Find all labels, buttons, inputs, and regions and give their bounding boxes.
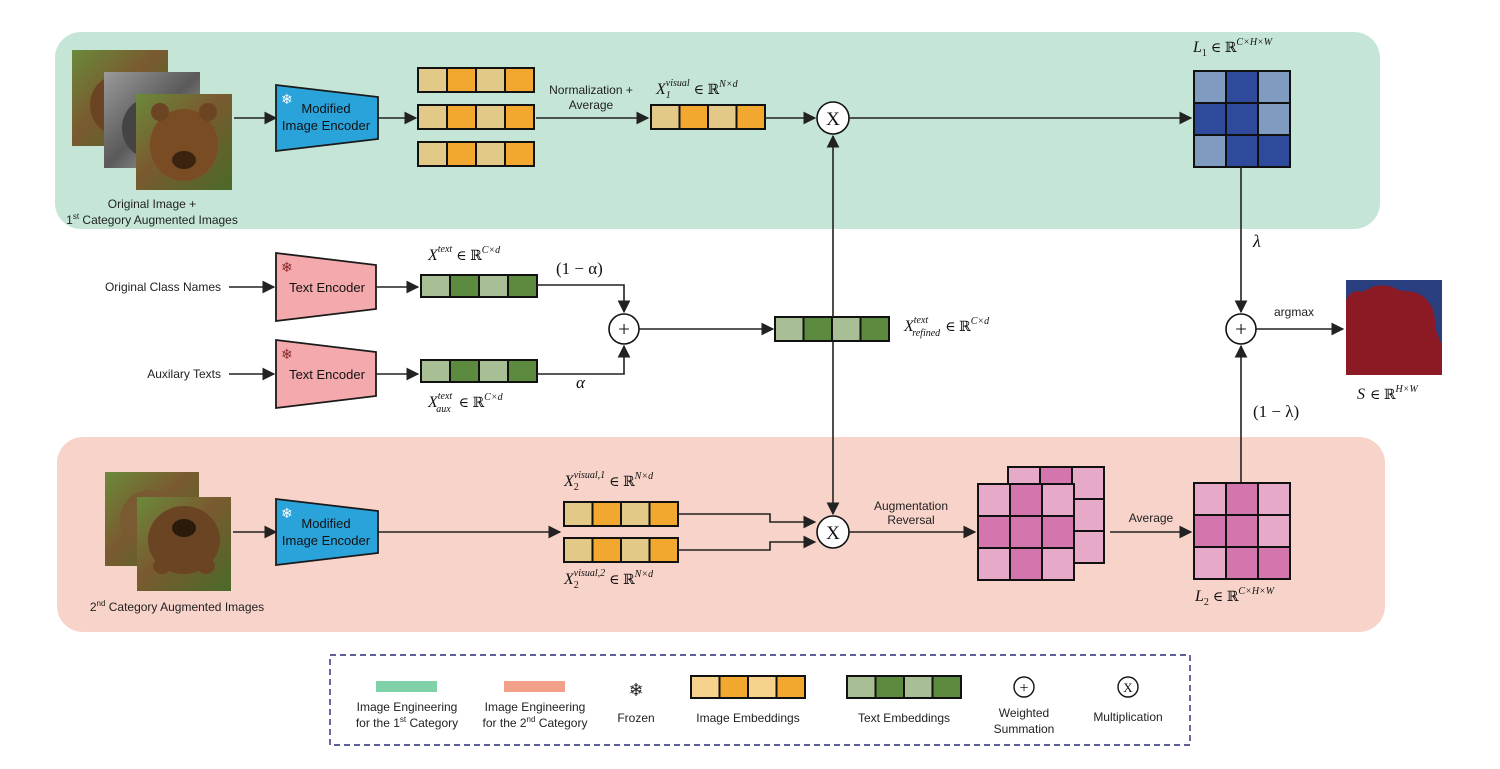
- bottom-input-images: [105, 472, 231, 591]
- legend-frozen: Frozen: [617, 711, 654, 725]
- legend-box: [329, 654, 1191, 746]
- one-minus-lambda-label: (1 − λ): [1253, 402, 1299, 421]
- top-caption-line1: Original Image +: [108, 197, 196, 211]
- x22-embedding: [563, 537, 679, 563]
- top-multiply-symbol: X: [826, 109, 840, 130]
- x1-label: X1visual∈ ℝN×d: [655, 78, 739, 101]
- legend-text-embeddings: Text Embeddings: [858, 711, 950, 725]
- l2-label: L2∈ ℝC×H×W: [1194, 586, 1276, 608]
- norm-label-1: Normalization +: [549, 83, 633, 97]
- legend-ie2-line1: Image Engineering: [485, 700, 586, 714]
- top-image-encoder: [275, 83, 379, 153]
- top-input-images: [72, 50, 232, 190]
- top-caption-line2: 1st Category Augmented Images: [66, 212, 238, 227]
- one-minus-alpha-label: (1 − α): [556, 259, 603, 278]
- norm-label-2: Average: [569, 98, 614, 112]
- l1-label: L1∈ ℝC×H×W: [1192, 37, 1274, 59]
- xtext-label: Xtext∈ ℝC×d: [427, 244, 501, 264]
- l2-score-map: [1193, 482, 1291, 580]
- orig-class-names-label: Original Class Names: [105, 280, 221, 294]
- arrow-xtext-to-sum: [537, 284, 631, 314]
- legend-times-icon: [1117, 676, 1139, 698]
- bottom-encoder-label-1: Modified: [301, 516, 350, 531]
- snowflake-icon: ❄: [281, 259, 293, 275]
- legend-weighted-2: Summation: [994, 722, 1055, 736]
- legend-ie1-line1: Image Engineering: [357, 700, 458, 714]
- alpha-label: α: [576, 373, 586, 392]
- legend-ie2-line2: for the 2nd Category: [483, 715, 588, 730]
- legend-green-swatch: [376, 681, 437, 692]
- x1-visual-embedding: [650, 104, 766, 130]
- x21-label: X2visual,1∈ ℝN×d: [563, 470, 654, 493]
- lambda-label: λ: [1252, 231, 1261, 251]
- s-label: S∈ ℝH×W: [1357, 384, 1419, 403]
- l1-score-map: [1193, 70, 1291, 168]
- bottom-image-encoder: [275, 497, 379, 567]
- legend-plus-icon: [1013, 676, 1035, 698]
- snowflake-icon: ❄: [281, 91, 293, 107]
- reversed-score-maps: [977, 466, 1105, 581]
- arrow-x22-to-mult: [678, 535, 817, 551]
- legend-text-embedding-swatch: [846, 675, 962, 699]
- legend-pink-swatch: [504, 681, 565, 692]
- legend-multiplication: Multiplication: [1093, 710, 1162, 724]
- snowflake-icon: ❄: [628, 680, 643, 700]
- text-encoder-1: [275, 251, 377, 323]
- text-sum-symbol: +: [618, 317, 630, 341]
- arrow-x21-to-mult: [678, 513, 817, 529]
- legend-weighted-1: Weighted: [999, 706, 1049, 720]
- average-label: Average: [1129, 511, 1174, 525]
- top-band: [55, 32, 1380, 229]
- snowflake-icon: ❄: [281, 505, 293, 521]
- top-image-embeddings: [417, 67, 535, 167]
- x22-label: X2visual,2∈ ℝN×d: [563, 568, 654, 591]
- bottom-encoder-label-2: Image Encoder: [282, 533, 371, 548]
- x21-embedding: [563, 501, 679, 527]
- text-encoder-2-label: Text Encoder: [289, 367, 366, 382]
- legend-ie1-line2: for the 1st Category: [356, 715, 458, 730]
- legend-image-embeddings: Image Embeddings: [696, 711, 799, 725]
- xtext-embedding: [420, 274, 538, 298]
- text-encoder-2: [275, 338, 377, 410]
- final-sum-symbol: +: [1235, 317, 1247, 341]
- refined-text-embedding: [774, 316, 890, 342]
- text-encoder-1-label: Text Encoder: [289, 280, 366, 295]
- aug-reversal-label-1: Augmentation: [874, 499, 948, 513]
- top-encoder-label-1: Modified: [301, 101, 350, 116]
- segmentation-output: [1346, 280, 1442, 375]
- aug-reversal-label-2: Reversal: [887, 513, 934, 527]
- legend-plus-symbol: +: [1019, 680, 1028, 697]
- top-encoder-label-2: Image Encoder: [282, 118, 371, 133]
- argmax-label: argmax: [1274, 305, 1314, 319]
- xaux-embedding: [420, 359, 538, 383]
- snowflake-icon: ❄: [281, 346, 293, 362]
- arrow-xaux-to-sum: [537, 344, 631, 375]
- legend-times-symbol: X: [1123, 680, 1133, 695]
- bottom-caption: 2nd Category Augmented Images: [90, 599, 264, 614]
- aux-texts-label: Auxilary Texts: [147, 367, 221, 381]
- bottom-multiply-symbol: X: [826, 523, 840, 544]
- legend-image-embedding-swatch: [690, 675, 806, 699]
